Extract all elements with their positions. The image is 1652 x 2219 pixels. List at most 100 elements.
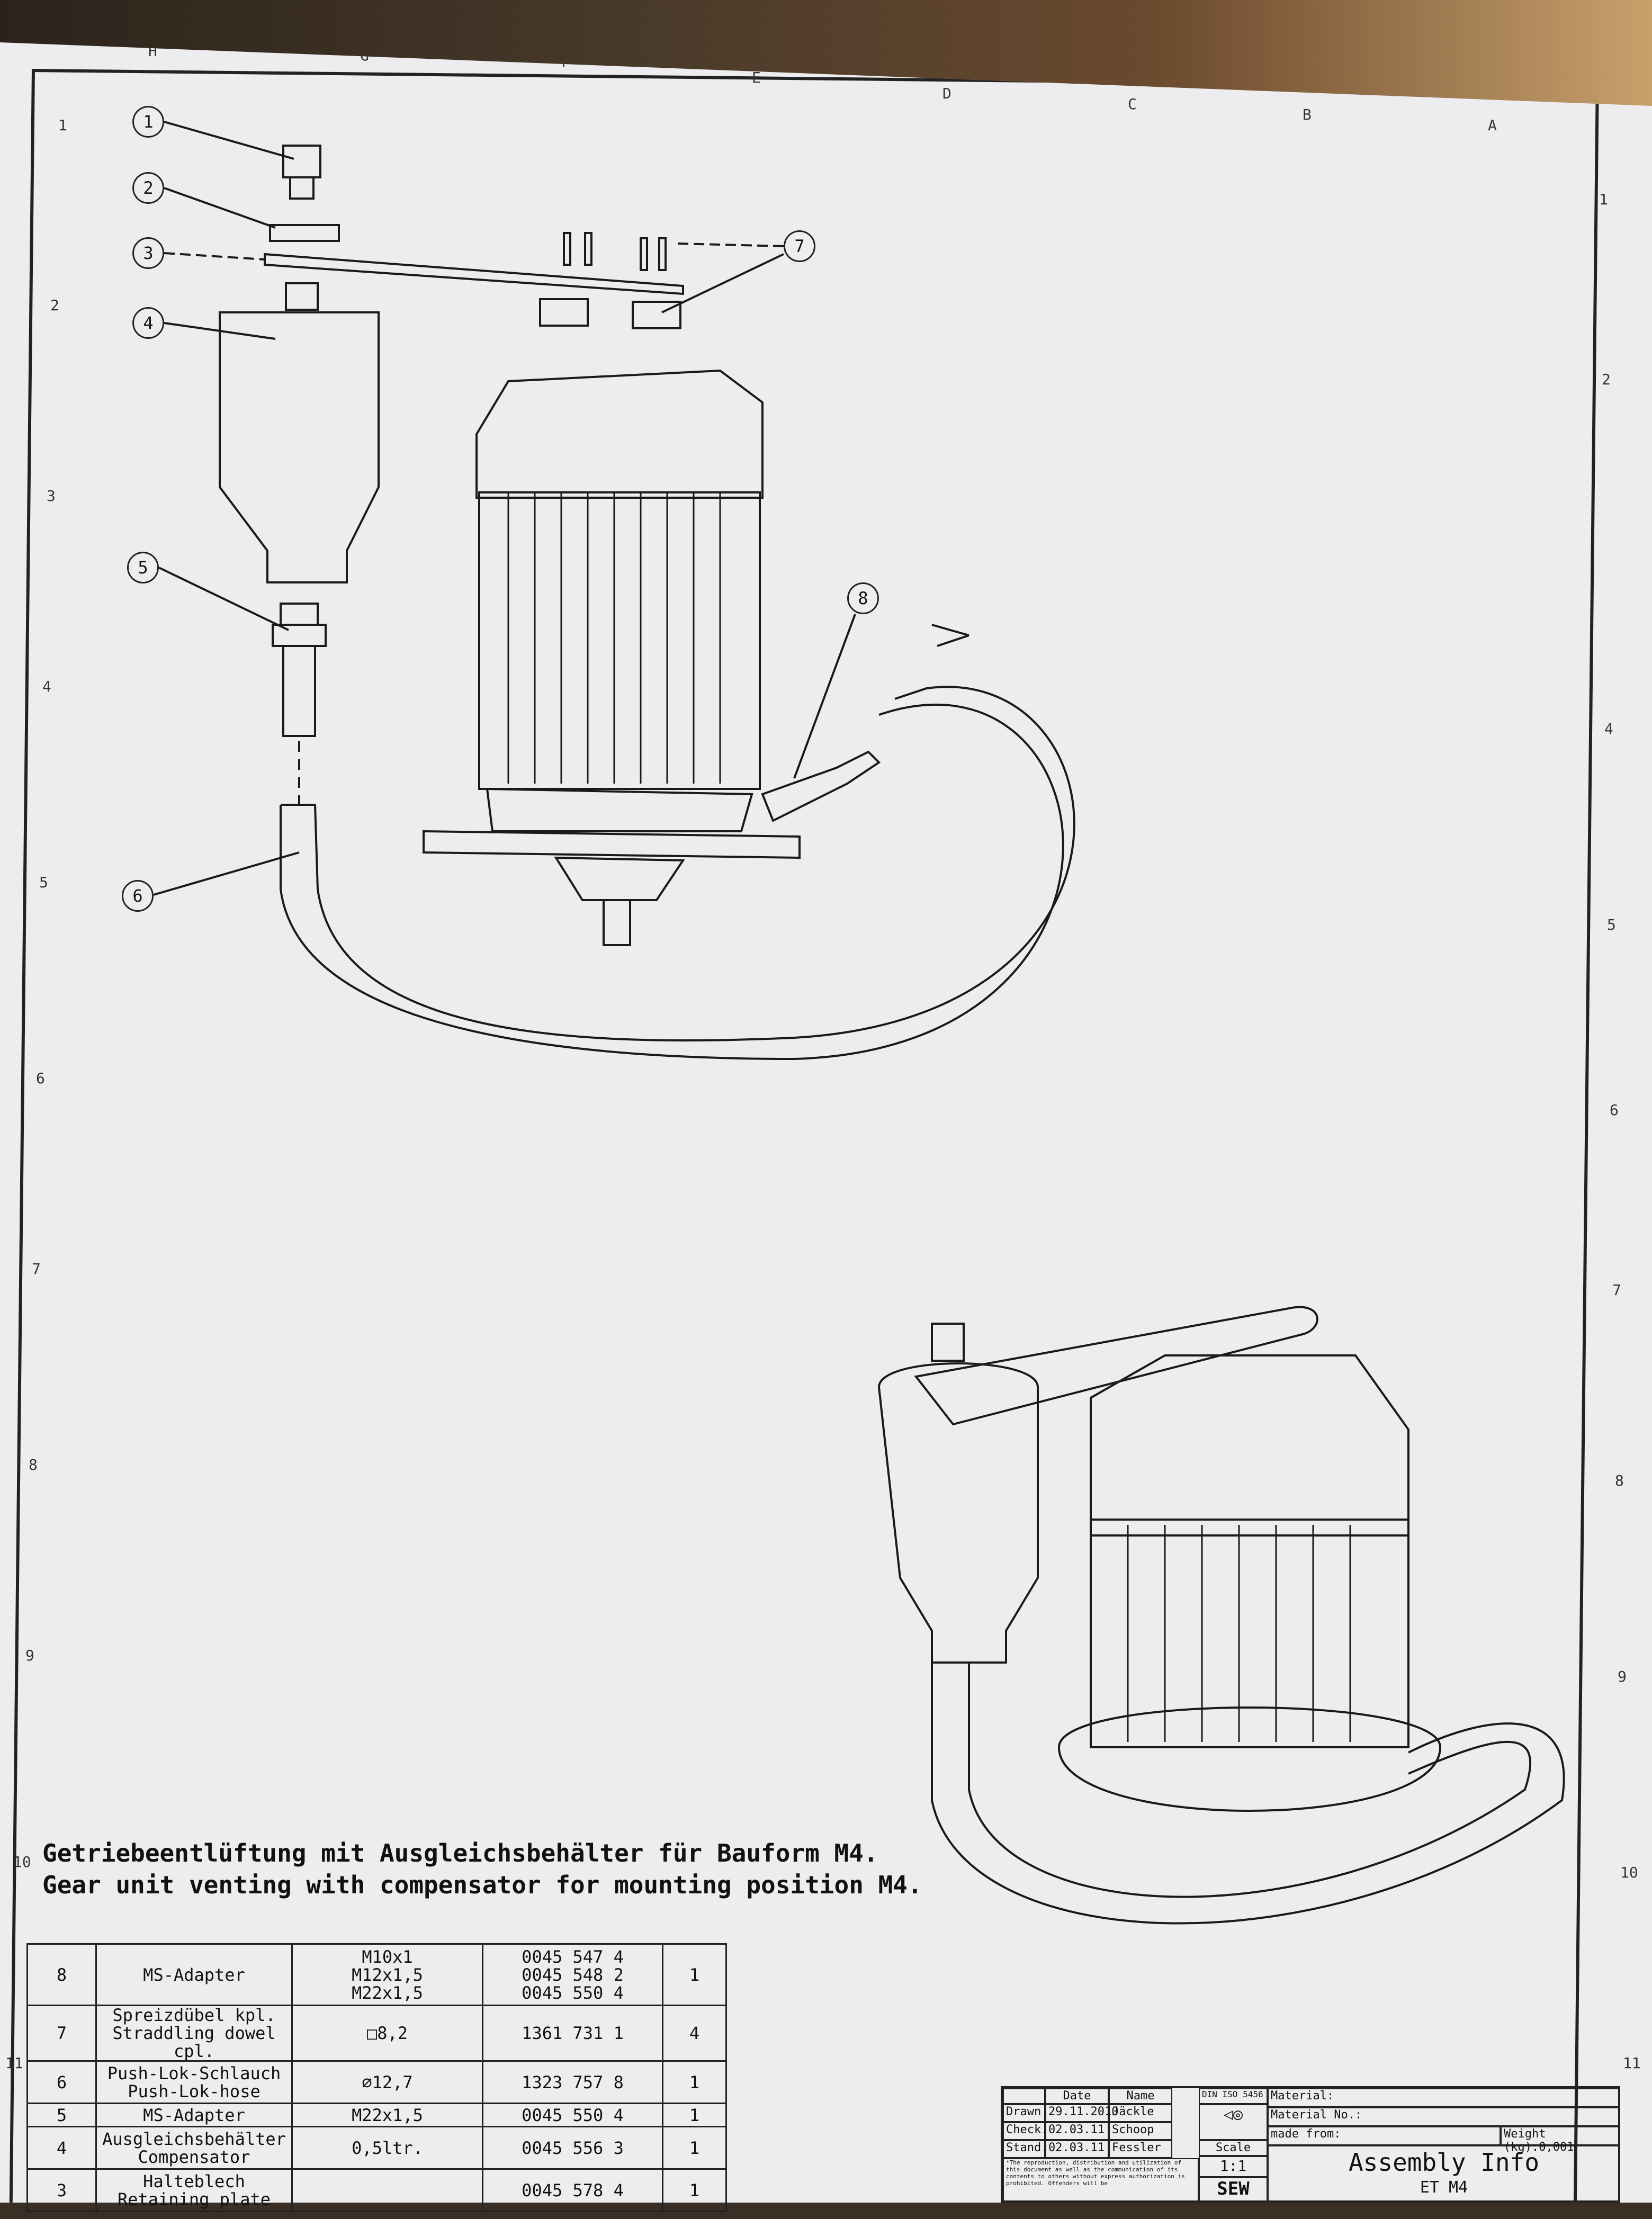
title-block: Date Name Drawn 29.11.2010 Jäckle Check.…	[1001, 2086, 1620, 2203]
zone-number: 5	[39, 874, 48, 891]
tb-col-date: Date	[1045, 2088, 1109, 2104]
part-quantity-line: 1	[689, 2137, 700, 2158]
tb-check-date: 02.03.11	[1045, 2122, 1109, 2140]
zone-letter: C	[1128, 95, 1137, 113]
tb-drawn-label: Drawn	[1003, 2104, 1045, 2122]
zone-letter: B	[1303, 106, 1312, 123]
zone-number: 10	[13, 1853, 31, 1871]
part-position: 6	[26, 2060, 97, 2104]
part-position-line: 8	[56, 1964, 67, 1985]
tb-weight: Weight (kg):0,001	[1501, 2126, 1620, 2154]
part-quantity: 1	[662, 2103, 727, 2127]
part-name: Spreizdübel kpl.Straddling dowel cpl.	[95, 2005, 293, 2062]
part-number-line: 0045 578 4	[522, 2180, 624, 2200]
part-position: 8	[26, 1943, 97, 2006]
part-position: 3	[26, 2168, 97, 2212]
zone-number: 11	[1623, 2054, 1641, 2072]
part-position: 5	[26, 2103, 97, 2127]
part-quantity-line: 1	[689, 2072, 700, 2092]
part-position-line: 7	[56, 2023, 67, 2043]
zone-number: 9	[25, 1647, 34, 1664]
part-number-line: 0045 550 4	[522, 2105, 624, 2125]
tb-material: Material:	[1268, 2088, 1620, 2107]
tb-standard: DIN ISO 5456	[1199, 2088, 1268, 2104]
zone-number: 3	[47, 487, 56, 505]
part-name: MS-Adapter	[95, 1943, 293, 2006]
tb-check-name: Schoop	[1109, 2122, 1172, 2140]
zone-number: 7	[1612, 1281, 1621, 1299]
callout-5: 5	[127, 552, 159, 583]
part-name-line: Push-Lok-Schlauch	[107, 2063, 281, 2083]
zone-number: 8	[29, 1456, 38, 1474]
tb-scale-label: Scale	[1199, 2140, 1268, 2156]
part-position-line: 5	[56, 2105, 67, 2125]
parts-row: 7 Spreizdübel kpl.Straddling dowel cpl.□8…	[26, 2005, 727, 2062]
tb-sheet-subtitle: ET M4	[1420, 2178, 1468, 2197]
zone-number: 9	[1618, 1668, 1627, 1685]
part-number: 1361 731 1	[482, 2005, 663, 2062]
zone-number: 4	[1604, 720, 1613, 738]
part-spec: 0,5ltr.	[291, 2126, 483, 2170]
part-quantity: 1	[662, 1943, 727, 2006]
part-name-line: MS-Adapter	[143, 1964, 245, 1985]
zone-number: 6	[36, 1070, 45, 1087]
part-number-line: 1361 731 1	[522, 2023, 624, 2043]
tb-sheet-title: Assembly Info	[1348, 2148, 1540, 2177]
zone-number: 8	[1615, 1472, 1624, 1489]
zone-number: 1	[1599, 191, 1608, 208]
tb-drawn-name: Jäckle	[1109, 2104, 1172, 2122]
zone-number: 4	[42, 678, 51, 695]
tb-check-label: Check.	[1003, 2122, 1048, 2140]
part-number-line: 0045 550 4	[522, 1982, 624, 2003]
sew-logo: SEW	[1199, 2177, 1268, 2203]
part-position-line: 3	[56, 2180, 67, 2200]
tb-stand-label: Stand.	[1003, 2140, 1048, 2158]
callout-8: 8	[847, 582, 879, 614]
part-position-line: 6	[56, 2072, 67, 2092]
zone-number: 7	[32, 1260, 41, 1278]
callout-4: 4	[132, 307, 164, 339]
part-spec-line: M12x1,5	[352, 1964, 423, 1985]
part-number-line: 0045 548 2	[522, 1964, 624, 1985]
part-name-line: Push-Lok-hose	[128, 2081, 261, 2101]
zone-number: 2	[50, 297, 59, 314]
part-quantity: 1	[662, 2060, 727, 2104]
zone-letter: E	[752, 69, 761, 86]
part-quantity: 4	[662, 2005, 727, 2062]
part-name-line: Halteblech	[143, 2171, 245, 2191]
part-quantity-line: 1	[689, 2180, 700, 2200]
zone-number: 10	[1620, 1864, 1638, 1881]
part-quantity: 1	[662, 2126, 727, 2170]
drawing-sheet: H G F E D C B A 1 2 3 4 5 6 7 8 9 10 11 …	[0, 42, 1652, 2203]
part-quantity-line: 1	[689, 2105, 700, 2125]
zone-number: 5	[1607, 916, 1616, 933]
tb-stand-name: Fessler	[1109, 2140, 1172, 2158]
part-position-line: 4	[56, 2137, 67, 2158]
part-quantity-line: 1	[689, 1964, 700, 1985]
part-number-line: 1323 757 8	[522, 2072, 624, 2092]
part-spec: □8,2	[291, 2005, 483, 2062]
tb-drawn-date: 29.11.2010	[1045, 2104, 1118, 2122]
part-spec: ∅12,7	[291, 2060, 483, 2104]
zone-number: 11	[5, 2054, 23, 2072]
zone-number: 1	[58, 116, 67, 134]
zone-letter: A	[1488, 116, 1497, 134]
part-number-line: 0045 547 4	[522, 1946, 624, 1967]
part-number: 1323 757 8	[482, 2060, 663, 2104]
part-name-line: Ausgleichsbehälter	[102, 2128, 286, 2149]
part-spec: M22x1,5	[291, 2103, 483, 2127]
part-number-line: 0045 556 3	[522, 2137, 624, 2158]
part-position: 4	[26, 2126, 97, 2170]
callout-7: 7	[784, 230, 815, 262]
part-spec-line: ∅12,7	[362, 2072, 413, 2092]
zone-number: 6	[1610, 1101, 1619, 1119]
